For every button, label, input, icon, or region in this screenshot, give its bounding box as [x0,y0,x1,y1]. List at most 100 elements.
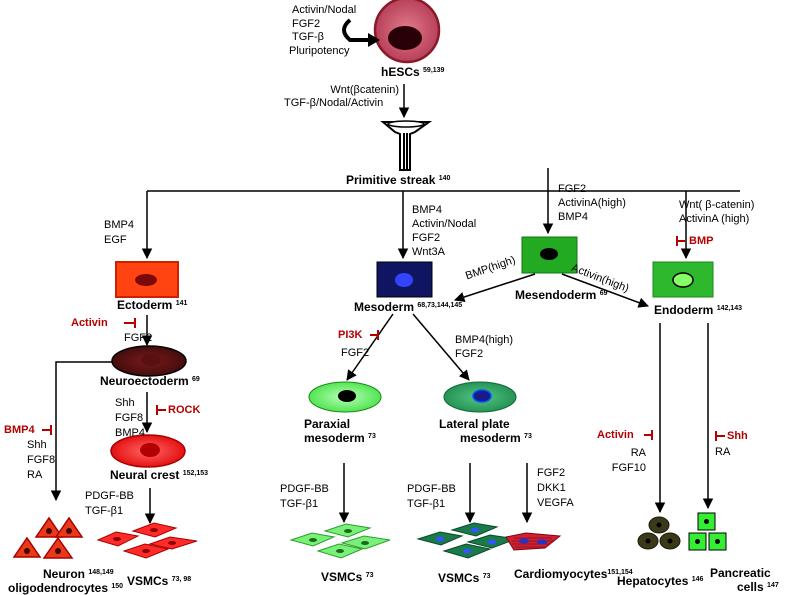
endo-label: Endoderm 142,143 [654,304,742,317]
factor-text: VEGFA [537,497,574,509]
endo-factors: Wnt( β-catenin) ActivinA (high) [679,198,754,226]
paraxial-name: Paraxial [304,417,351,431]
factor-text: FGF2 [292,17,321,30]
mesoderm-cell [376,261,433,298]
vsmc3-name: VSMCs [438,571,480,585]
panc-name2: cells [737,580,764,594]
lateral-ref: 73 [524,433,532,440]
endo-ref: 142,143 [716,305,742,312]
hepatocytes-icon [637,516,681,550]
neuroecto-factors: Shh FGF8 BMP4 [115,396,145,441]
ecto-label: Ectoderm 141 [117,299,187,312]
endoderm-cell [652,261,714,298]
vsmc2-ref: 73 [365,572,374,579]
cardio-label: Cardiomyocytes151,154 [514,568,633,581]
factor-text: FGF2 [537,467,566,479]
streak-label: Primitive streak 140 [346,174,450,187]
hep-inhibitor: Activin [597,429,634,441]
factor-text: FGF2 [558,183,587,195]
factor-text: RA [27,469,43,481]
cardio-ref: 151,154 [607,569,633,576]
hesc-name: hESCs [381,65,420,79]
crest-name: Neural crest [110,468,180,482]
neuron-cells-icon [12,516,84,559]
factor-text: Pluripotency [289,44,350,57]
neuron-label: Neuron 148,149 [43,568,114,581]
paraxial-ref: 73 [368,433,376,440]
neuron-name: Neuron [43,567,85,581]
arrow-mesendo-endo [561,273,649,308]
inhibitor-symbols [42,236,725,441]
factor-text: FGF8 [115,412,144,424]
factor-text: EGF [104,234,127,246]
streak-branches [141,168,740,260]
hesc-label: hESCs 59,139 [381,66,444,79]
factor-text: ActivinA(high) [558,197,626,209]
factor-text: DKK1 [537,482,566,494]
factor-text: Activin/Nodal [412,218,477,230]
panc-label2: cells 147 [737,581,779,594]
lateral-vsmc-factors: PDGF-BB TGF-β1 [407,482,456,512]
factor-text: TGF-β1 [280,498,319,510]
factor-text: Wnt( β-catenin) [679,199,755,211]
factor-text: Shh [115,397,135,409]
lateral-plate-cell [443,381,517,413]
arrow-mesendo-meso [454,273,536,303]
rock-inhibitor: ROCK [168,404,201,416]
pi3k-inhibitor: PI3K [338,329,363,341]
cardio-name: Cardiomyocytes [514,567,608,581]
ectoderm-cell [115,261,179,298]
factor-text: ActivinA (high) [679,213,750,225]
hep-label: Hepatocytes 146 [617,575,703,588]
vsmc-cells-red-icon [96,522,198,559]
mesendoderm-cell [521,236,578,274]
vsmc-cells-darkgreen-icon [416,522,518,559]
crest-label: Neural crest 152,153 [110,469,208,482]
factor-text: TGF-β1 [407,498,446,510]
cardiomyocytes-icon [505,532,562,551]
tgf-text: TGF-β/Nodal/Activin [284,97,384,109]
endo-inhibitor: BMP [689,235,714,247]
streak-name: Primitive streak [346,173,436,187]
arrow-meso-paraxial [346,313,394,381]
vsmc1-name: VSMCs [127,574,169,588]
hep-name: Hepatocytes [617,574,689,588]
factor-text: Wnt3A [412,246,446,258]
lateral-name: Lateral plate [439,417,510,431]
paraxial-fgf2: FGF2 [341,347,370,359]
paraxial-factors: PDGF-BB TGF-β1 [280,482,329,512]
paraxial-name2: mesoderm [304,431,365,445]
paraxial-label2: mesoderm 73 [304,432,376,445]
mesendo-label: Mesendoderm 69 [515,289,608,302]
oligo-name: oligodendrocytes [8,581,109,595]
ecto-factors: BMP4 EGF [104,218,134,248]
panc-ref: 147 [767,582,779,589]
mesendo-ref: 69 [599,290,608,297]
hep-ref: 146 [691,576,704,583]
vsmc1-label: VSMCs 73, 98 [127,575,191,588]
meso-label: Mesoderm 68,73,144,145 [354,301,462,314]
factor-text: PDGF-BB [280,483,329,495]
oligo-label: oligodendrocytes 150 [8,582,123,595]
self-renewal-arrow-icon [342,18,380,47]
lateral-label2: mesoderm 73 [460,432,532,445]
ecto-ref: 141 [175,300,188,307]
factor-text: PDGF-BB [85,490,134,502]
ecto-name: Ectoderm [117,298,173,312]
hep-factors: RA FGF10 [610,446,646,476]
panc-inhibitor: Shh [727,430,748,442]
crest-ref: 152,153 [182,470,209,477]
cardio-factors: FGF2 DKK1 VEGFA [537,466,574,511]
factor-text: FGF8 [27,454,56,466]
vsmc3-label: VSMCs 73 [438,572,490,585]
vsmc1-ref: 73, 98 [171,576,192,583]
panc-label: Pancreatic [710,567,771,580]
factor-text: PDGF-BB [407,483,456,495]
factor-text: TGF-β [292,31,324,43]
neuroecto-name: Neuroectoderm [100,374,189,388]
neural-crest-cell [110,434,186,468]
ecto-inhibitor: Activin [71,317,108,329]
neuroecto-label: Neuroectoderm 69 [100,375,200,388]
factor-text: TGF-β1 [85,505,124,517]
